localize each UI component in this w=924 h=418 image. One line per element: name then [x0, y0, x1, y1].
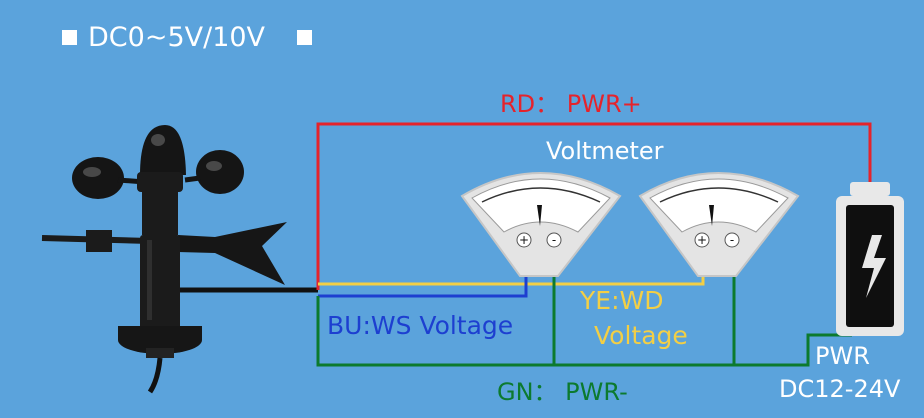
vm1-plus-label: +: [519, 233, 529, 247]
title-square-left-icon: [62, 30, 77, 45]
power-supply-icon: [836, 182, 904, 336]
green-wire-label: GN： PWR-: [497, 378, 628, 406]
power-label-line1: PWR: [815, 342, 870, 370]
red-wire-label: RD： PWR+: [500, 90, 642, 118]
red-wire: [316, 122, 872, 290]
blue-wire: [318, 248, 528, 298]
vm2-plus-label: +: [697, 233, 707, 247]
vm1-minus-label: -: [552, 233, 556, 247]
green-wire: [316, 296, 852, 367]
voltmeter-1: [460, 172, 622, 277]
voltmeter-label: Voltmeter: [546, 137, 664, 165]
vm2-minus-label: -: [730, 233, 734, 247]
title-square-right-icon: [297, 30, 312, 45]
power-label-line2: DC12-24V: [779, 375, 901, 403]
page-title: DC0~5V/10V: [88, 22, 266, 53]
yellow-wire-label-line1: YE:WD: [580, 286, 664, 315]
blue-wire-label: BU:WS Voltage: [327, 311, 514, 340]
voltmeter-2: [638, 172, 800, 277]
wind-sensor-icon: [41, 125, 287, 394]
yellow-wire-label-line2: Voltage: [594, 321, 688, 350]
